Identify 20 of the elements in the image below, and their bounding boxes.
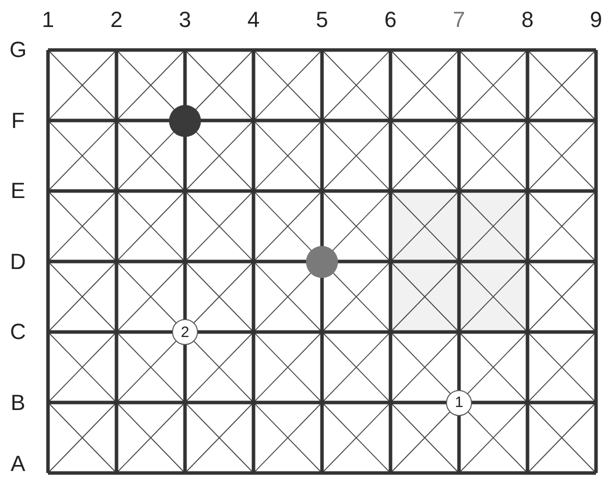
dot-marker <box>169 104 201 136</box>
numbered-marker: 1 <box>446 390 472 416</box>
row-label: D <box>9 250 27 274</box>
row-label: F <box>10 108 26 132</box>
numbered-marker: 2 <box>172 319 198 345</box>
column-label: 7 <box>452 8 466 32</box>
row-label: A <box>10 452 26 476</box>
column-label: 6 <box>383 8 398 32</box>
row-label: E <box>10 179 26 203</box>
column-label: 8 <box>520 8 535 32</box>
column-label: 4 <box>246 8 261 32</box>
row-label: G <box>8 38 28 62</box>
column-label: 9 <box>588 8 604 32</box>
column-label: 1 <box>40 8 56 32</box>
row-label: B <box>10 390 26 414</box>
column-label: 3 <box>178 8 192 32</box>
dot-marker <box>306 246 338 278</box>
column-label: 5 <box>314 8 330 32</box>
column-label: 2 <box>109 8 124 32</box>
row-label: C <box>9 320 27 344</box>
